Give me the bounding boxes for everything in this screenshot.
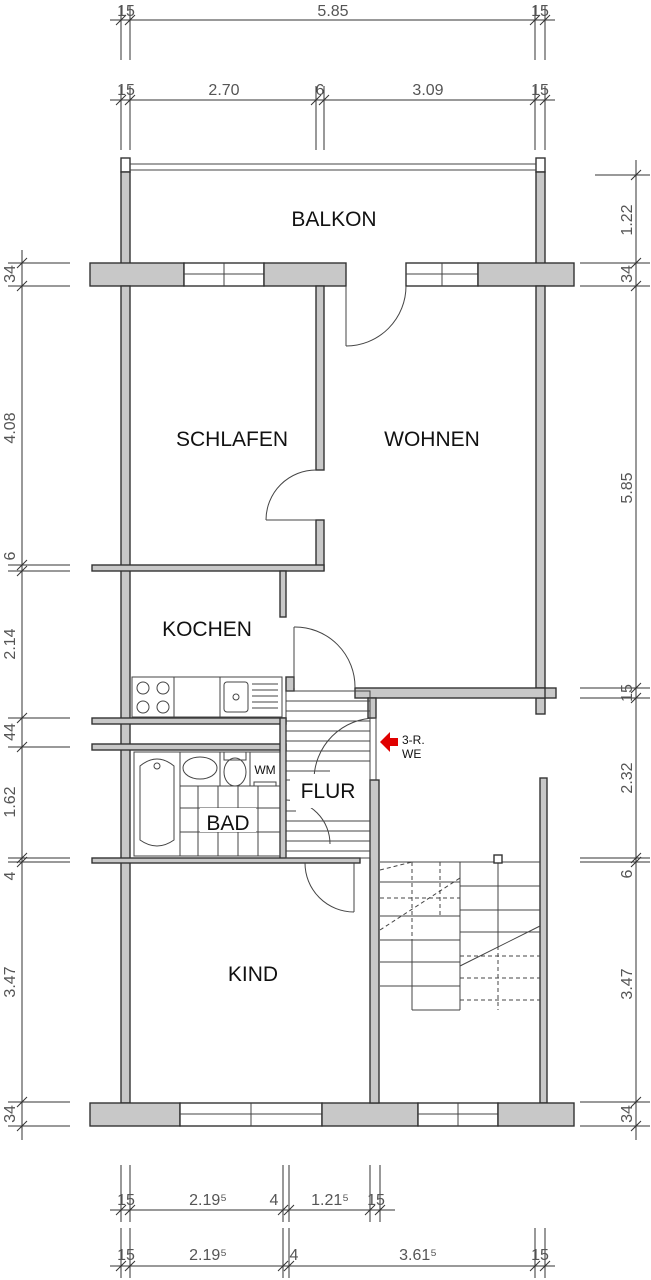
dim-left-a: 34 bbox=[2, 265, 19, 283]
dim-left-c: 6 bbox=[2, 551, 19, 560]
dim-bot1-e: 15 bbox=[367, 1192, 385, 1209]
bathroom-tiles bbox=[133, 751, 281, 857]
toilet-icon bbox=[223, 751, 247, 787]
dim-top2-a: 15 bbox=[117, 82, 135, 99]
dim-right-e: 2.32 bbox=[619, 762, 636, 793]
bottom-dimension-row-1: 15 2.19⁵ 4 1.21⁵ 15 bbox=[110, 1165, 395, 1222]
entrance-label-line2: WE bbox=[402, 747, 421, 761]
left-dimension-column: 34 4.08 6 2.14 44 1.62 4 3.47 34 bbox=[2, 250, 70, 1140]
walls bbox=[89, 157, 575, 1127]
dim-bot2-e: 15 bbox=[531, 1247, 549, 1264]
dim-left-e: 44 bbox=[2, 723, 19, 741]
bathtub-icon bbox=[133, 751, 181, 857]
dim-left-g: 4 bbox=[2, 871, 19, 880]
staircase-icon bbox=[379, 854, 541, 1011]
dim-right-b: 34 bbox=[619, 265, 636, 283]
stove-icon bbox=[131, 676, 175, 718]
room-label-schlafen: SCHLAFEN bbox=[176, 428, 288, 451]
dim-right-c: 5.85 bbox=[619, 472, 636, 503]
dim-top2-c: 6 bbox=[316, 82, 325, 99]
dim-top1-c: 15 bbox=[531, 3, 549, 20]
doors bbox=[265, 285, 407, 913]
room-label-flur: FLUR bbox=[301, 780, 356, 803]
right-dimension-column: 1.22 34 5.85 15 2.32 6 3.47 34 bbox=[580, 160, 650, 1140]
dim-left-i: 34 bbox=[2, 1105, 19, 1123]
sink-icon bbox=[219, 676, 283, 718]
dim-left-f: 1.62 bbox=[2, 786, 19, 817]
dim-bot2-d: 3.61⁵ bbox=[399, 1247, 437, 1264]
dim-bot2-a: 15 bbox=[117, 1247, 135, 1264]
wm-label: WM bbox=[254, 763, 275, 777]
dim-left-d: 2.14 bbox=[2, 628, 19, 659]
dim-top2-e: 15 bbox=[531, 82, 549, 99]
entrance-arrow-icon: 3-R. WE bbox=[380, 732, 425, 761]
room-label-kochen: KOCHEN bbox=[162, 618, 252, 641]
flur-floor-hatch bbox=[285, 690, 371, 859]
dim-right-f: 6 bbox=[619, 869, 636, 878]
top-dimension-row-1: 15 5.85 15 bbox=[110, 3, 555, 60]
dim-left-h: 3.47 bbox=[2, 966, 19, 997]
room-label-balkon: BALKON bbox=[291, 208, 376, 231]
dim-bot2-b: 2.19⁵ bbox=[189, 1247, 227, 1264]
top-dimension-row-2: 15 2.70 6 3.09 15 bbox=[110, 82, 555, 150]
room-label-wohnen: WOHNEN bbox=[384, 428, 480, 451]
dim-right-d: 15 bbox=[619, 684, 636, 702]
dim-right-g: 3.47 bbox=[619, 968, 636, 999]
washing-machine-icon: WM bbox=[249, 751, 281, 787]
bottom-dimension-row-2: 15 2.19⁵ 4 3.61⁵ 15 bbox=[110, 1228, 555, 1278]
entrance-label-line1: 3-R. bbox=[402, 733, 425, 747]
dim-bot1-a: 15 bbox=[117, 1192, 135, 1209]
dim-bot1-b: 2.19⁵ bbox=[189, 1192, 227, 1209]
dim-right-h: 34 bbox=[619, 1105, 636, 1123]
dim-bot1-c: 4 bbox=[270, 1192, 279, 1209]
dim-top1-b: 5.85 bbox=[317, 3, 348, 20]
dim-top2-d: 3.09 bbox=[412, 82, 443, 99]
kitchen-counter bbox=[173, 676, 221, 718]
dim-right-a: 1.22 bbox=[619, 204, 636, 235]
room-label-bad: BAD bbox=[206, 812, 249, 835]
dim-bot1-d: 1.21⁵ bbox=[311, 1192, 349, 1209]
dim-bot2-c: 4 bbox=[290, 1247, 299, 1264]
room-labels: BALKON SCHLAFEN WOHNEN KOCHEN FLUR BAD K… bbox=[162, 208, 480, 986]
dim-left-b: 4.08 bbox=[2, 412, 19, 443]
dim-top2-b: 2.70 bbox=[208, 82, 239, 99]
washbasin-icon bbox=[179, 751, 221, 787]
dim-top1-a: 15 bbox=[117, 3, 135, 20]
room-label-kind: KIND bbox=[228, 963, 278, 986]
